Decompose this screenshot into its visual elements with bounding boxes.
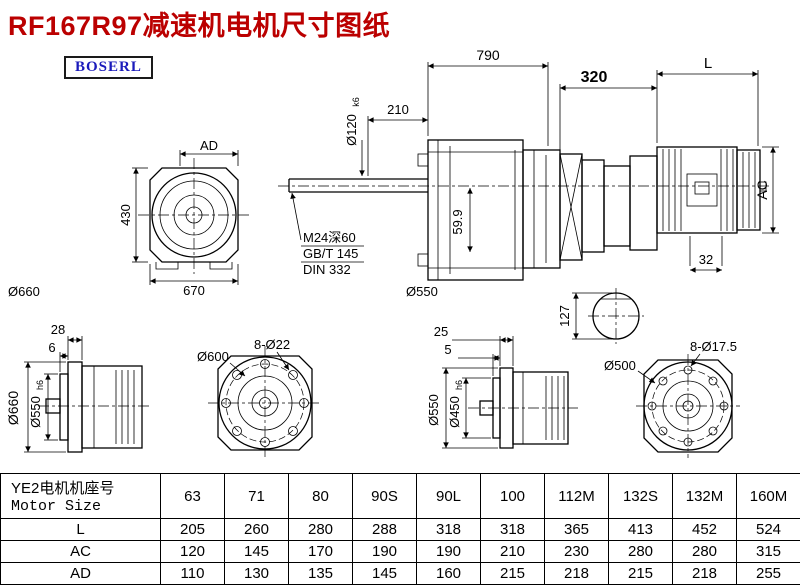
dim-value-cell: 230	[544, 540, 609, 563]
dim-320-label: 320	[581, 69, 608, 86]
dim-127-label: 127	[557, 305, 572, 327]
size-col-header: 100	[480, 473, 545, 519]
dim-value-cell: 205	[160, 518, 225, 541]
brand-logo: BOSERL	[64, 56, 153, 79]
dim-value-cell: 524	[736, 518, 800, 541]
dim-value-cell: 135	[288, 562, 353, 585]
page-title: RF167R97减速机电机尺寸图纸	[8, 11, 391, 41]
dim-value-cell: 318	[480, 518, 545, 541]
dim-value-cell: 130	[224, 562, 289, 585]
dim-value-cell: 190	[416, 540, 481, 563]
dim-value-cell: 160	[416, 562, 481, 585]
dim-28-label: 28	[51, 322, 65, 337]
dim-value-cell: 255	[736, 562, 800, 585]
shaft-diameter-tolerance: k6	[351, 97, 361, 107]
housing-flange-diameter-label: Ø550	[406, 284, 438, 299]
holes-8x175-label: 8-Ø17.5	[690, 339, 737, 354]
dim-value-cell: 280	[288, 518, 353, 541]
note-tapped-hole: M24深60	[303, 230, 356, 245]
dim-25-label: 25	[434, 324, 448, 339]
spigot-450-tolerance: h6	[454, 380, 464, 390]
motor-size-header-cell: YE2电机机座号 Motor Size	[0, 473, 161, 519]
dim-value-cell: 215	[480, 562, 545, 585]
dim-value-cell: 280	[672, 540, 737, 563]
dim-value-cell: 145	[352, 562, 417, 585]
size-col-header: 112M	[544, 473, 609, 519]
dim-AC-label: AC	[754, 180, 770, 199]
dim-value-cell: 120	[160, 540, 225, 563]
flange-od-660-label: Ø660	[5, 391, 21, 425]
motor-size-header-en: Motor Size	[11, 498, 102, 515]
note-din-standard: DIN 332	[303, 262, 351, 277]
dim-430-label: 430	[118, 204, 133, 226]
dim-value-cell: 288	[352, 518, 417, 541]
size-col-header: 63	[160, 473, 225, 519]
output-flange-face-view: Ø600 8-Ø22	[197, 337, 322, 460]
size-col-header: 80	[288, 473, 353, 519]
dim-value-cell: 365	[544, 518, 609, 541]
technical-drawing: AD 430 670 Ø660	[5, 47, 779, 460]
note-gbt-standard: GB/T 145	[303, 246, 358, 261]
motor-size-header-cn: YE2电机机座号	[11, 480, 115, 497]
dim-value-cell: 413	[608, 518, 673, 541]
dim-value-cell: 280	[608, 540, 673, 563]
front-flange-diameter-label: Ø660	[8, 284, 40, 299]
size-col-header: 90L	[416, 473, 481, 519]
bolt-circle-600-label: Ø600	[197, 349, 229, 364]
holes-8x22-label: 8-Ø22	[254, 337, 290, 352]
small-flange-face-view: Ø500 8-Ø17.5	[604, 339, 740, 458]
gearbox-front-view: AD 430 670 Ø660	[8, 138, 252, 299]
shaft-diameter-label: Ø120	[344, 114, 359, 146]
gearbox-motor-side-view: 790 210 Ø120 k6 M24深60 GB/T 145 DIN 332 …	[278, 47, 779, 344]
dim-value-cell: 170	[288, 540, 353, 563]
dim-row-label: L	[0, 518, 161, 541]
table-header-row: YE2电机机座号 Motor Size 63 71 80 90S 90L 100…	[0, 473, 800, 519]
dim-790-label: 790	[476, 47, 500, 63]
dim-row-label: AC	[0, 540, 161, 563]
spigot-550-label: Ø550	[28, 396, 43, 428]
table-row-L: L 205 260 280 288 318 318 365 413 452 52…	[0, 518, 800, 541]
dim-670-label: 670	[183, 283, 205, 298]
dim-value-cell: 452	[672, 518, 737, 541]
dim-value-cell: 210	[480, 540, 545, 563]
dim-L-label: L	[704, 55, 712, 72]
dim-210-label: 210	[387, 102, 409, 117]
dim-599-label: 59.9	[450, 209, 465, 234]
dim-value-cell: 260	[224, 518, 289, 541]
dim-32-label: 32	[699, 252, 713, 267]
output-flange-side-view: 28 6 Ø660 Ø550 h6	[5, 322, 152, 453]
size-col-header: 90S	[352, 473, 417, 519]
dim-value-cell: 145	[224, 540, 289, 563]
dim-ad-label: AD	[200, 138, 218, 153]
size-col-header: 132M	[672, 473, 737, 519]
dim-value-cell: 190	[352, 540, 417, 563]
dim-value-cell: 315	[736, 540, 800, 563]
dim-value-cell: 218	[544, 562, 609, 585]
size-col-header: 132S	[608, 473, 673, 519]
dim-value-cell: 318	[416, 518, 481, 541]
small-flange-side-view: 25 5 Ø550 Ø450 h6	[426, 324, 578, 449]
dim-6-label: 6	[48, 340, 55, 355]
dim-value-cell: 110	[160, 562, 225, 585]
dim-value-cell: 215	[608, 562, 673, 585]
table-row-AD: AD 110 130 135 145 160 215 218 215 218 2…	[0, 562, 800, 585]
size-col-header: 71	[224, 473, 289, 519]
bolt-circle-500-label: Ø500	[604, 358, 636, 373]
dim-5-label: 5	[444, 342, 451, 357]
spigot-550-tolerance: h6	[35, 380, 45, 390]
table-row-AC: AC 120 145 170 190 190 210 230 280 280 3…	[0, 540, 800, 563]
spigot-450-label: Ø450	[447, 396, 462, 428]
size-col-header: 160M	[736, 473, 800, 519]
dim-row-label: AD	[0, 562, 161, 585]
flange-od-550-label: Ø550	[426, 394, 441, 426]
dim-value-cell: 218	[672, 562, 737, 585]
motor-dimension-table: YE2电机机座号 Motor Size 63 71 80 90S 90L 100…	[0, 473, 800, 585]
